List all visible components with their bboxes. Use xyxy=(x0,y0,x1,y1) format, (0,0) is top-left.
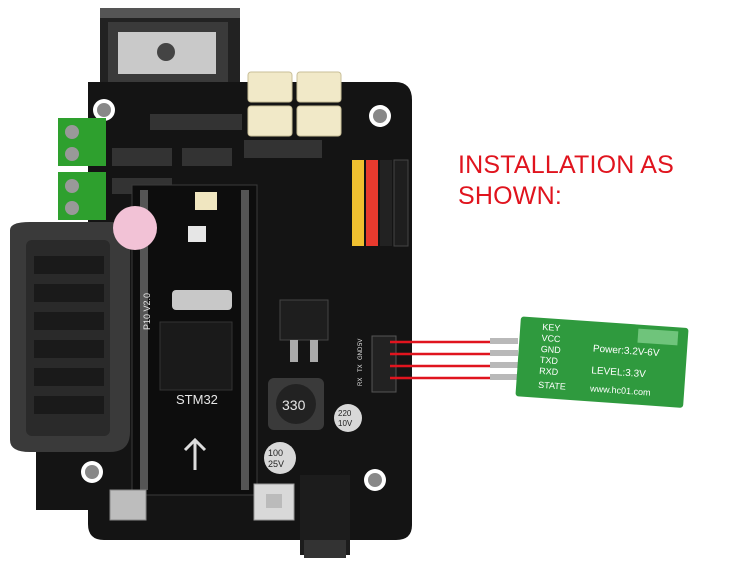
module-pin-state: STATE xyxy=(538,380,566,392)
power-section: 330 220 10V 100 25V xyxy=(253,299,362,558)
module-level-text: LEVEL:3.3V xyxy=(591,365,646,380)
screw-terminals xyxy=(58,118,106,220)
inductor-value: 330 xyxy=(282,397,306,413)
white-connectors xyxy=(247,71,342,137)
module-pin-vcc: VCC xyxy=(541,333,561,344)
module-pin-gnd: GND xyxy=(540,344,561,355)
module-power-text: Power:3.2V-6V xyxy=(593,343,661,359)
header-pin-5v: 5V xyxy=(358,339,364,346)
cap-large-voltage: 25V xyxy=(268,459,284,469)
color-header-strip xyxy=(352,159,409,247)
pin-headers-top xyxy=(112,114,322,194)
module-pin-key: KEY xyxy=(542,322,561,333)
module-url-text: www.hc01.com xyxy=(589,383,651,397)
module-pin-txd: TXD xyxy=(540,355,559,366)
caption-line-1: INSTALLATION AS xyxy=(458,151,675,179)
cap-large-value: 100 xyxy=(268,448,283,458)
installation-caption: INSTALLATION AS SHOWN: xyxy=(458,150,674,212)
gamepad-socket xyxy=(10,222,130,452)
header-pin-gnd: GND xyxy=(358,346,364,360)
cap-small-value: 220 xyxy=(338,409,352,418)
module-pin-rxd: RXD xyxy=(539,366,559,377)
board-version-label: P10 V2.0 xyxy=(142,293,152,330)
module-pins xyxy=(490,338,518,380)
cap-small-voltage: 10V xyxy=(338,419,353,428)
connection-wires xyxy=(390,340,505,380)
bluetooth-header: RX TX GND 5V xyxy=(358,335,397,393)
buzzer xyxy=(113,206,157,250)
header-pin-rx: RX xyxy=(358,378,364,386)
mcu-label: STM32 xyxy=(176,392,218,407)
mcu-core-board: STM32 P10 V2.0 xyxy=(131,184,258,496)
bluetooth-module: KEY VCC GND TXD RXD STATE Power:3.2V-6V … xyxy=(515,316,689,408)
caption-line-2: SHOWN: xyxy=(458,182,562,210)
usb-port xyxy=(109,489,147,521)
header-pin-tx: TX xyxy=(358,364,364,372)
